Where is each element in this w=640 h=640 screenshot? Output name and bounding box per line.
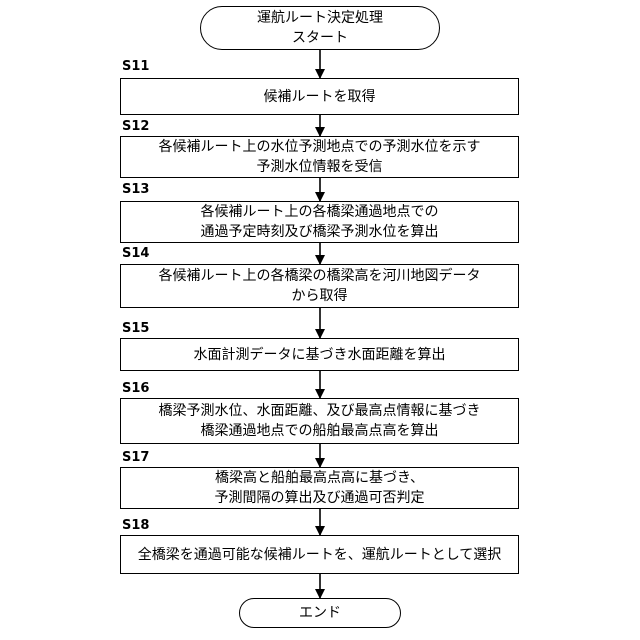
process-box-s14: 各候補ルート上の各橋梁の橋梁高を河川地図データ から取得	[120, 264, 519, 308]
process-text-line: 橋梁予測水位、水面距離、及び最高点情報に基づき	[159, 401, 481, 421]
step-label-s17: S17	[122, 450, 149, 466]
process-text-line: 各候補ルート上の各橋梁の橋梁高を河川地図データ	[159, 266, 481, 286]
step-label-s16: S16	[122, 381, 149, 397]
process-text-line: 候補ルートを取得	[264, 87, 376, 107]
process-box-s11: 候補ルートを取得	[120, 78, 519, 115]
process-box-s16: 橋梁予測水位、水面距離、及び最高点情報に基づき 橋梁通過地点での船舶最高点高を算…	[120, 398, 519, 444]
process-text-line: 全橋梁を通過可能な候補ルートを、運航ルートとして選択	[138, 545, 502, 565]
step-label-s14: S14	[122, 246, 149, 262]
step-label-s12: S12	[122, 119, 149, 135]
process-text-line: 橋梁高と船舶最高点高に基づき、	[215, 468, 424, 488]
process-box-s18: 全橋梁を通過可能な候補ルートを、運航ルートとして選択	[120, 535, 519, 574]
process-text-line: から取得	[292, 286, 348, 306]
process-text-line: 通過予定時刻及び橋梁予測水位を算出	[201, 222, 439, 242]
process-box-s17: 橋梁高と船舶最高点高に基づき、 予測間隔の算出及び通過可否判定	[120, 467, 519, 509]
step-label-s13: S13	[122, 182, 149, 198]
process-box-s12: 各候補ルート上の水位予測地点での予測水位を示す 予測水位情報を受信	[120, 136, 519, 178]
step-label-s15: S15	[122, 321, 149, 337]
process-text-line: 予測間隔の算出及び通過可否判定	[215, 488, 425, 508]
process-text-line: 水面計測データに基づき水面距離を算出	[194, 345, 446, 365]
step-label-s18: S18	[122, 518, 149, 534]
process-text-line: 各候補ルート上の水位予測地点での予測水位を示す	[159, 137, 481, 157]
process-box-s13: 各候補ルート上の各橋梁通過地点での 通過予定時刻及び橋梁予測水位を算出	[120, 201, 519, 243]
start-terminal: 運航ルート決定処理 スタート	[200, 6, 440, 50]
process-text-line: 橋梁通過地点での船舶最高点高を算出	[201, 421, 439, 441]
step-label-s11: S11	[122, 59, 149, 75]
process-text-line: 予測水位情報を受信	[257, 157, 383, 177]
end-label: エンド	[299, 603, 341, 623]
start-label: スタート	[292, 28, 348, 48]
process-text-line: 各候補ルート上の各橋梁通過地点での	[201, 202, 439, 222]
end-terminal: エンド	[239, 598, 401, 628]
process-box-s15: 水面計測データに基づき水面距離を算出	[120, 338, 519, 371]
start-title: 運航ルート決定処理	[257, 8, 383, 28]
